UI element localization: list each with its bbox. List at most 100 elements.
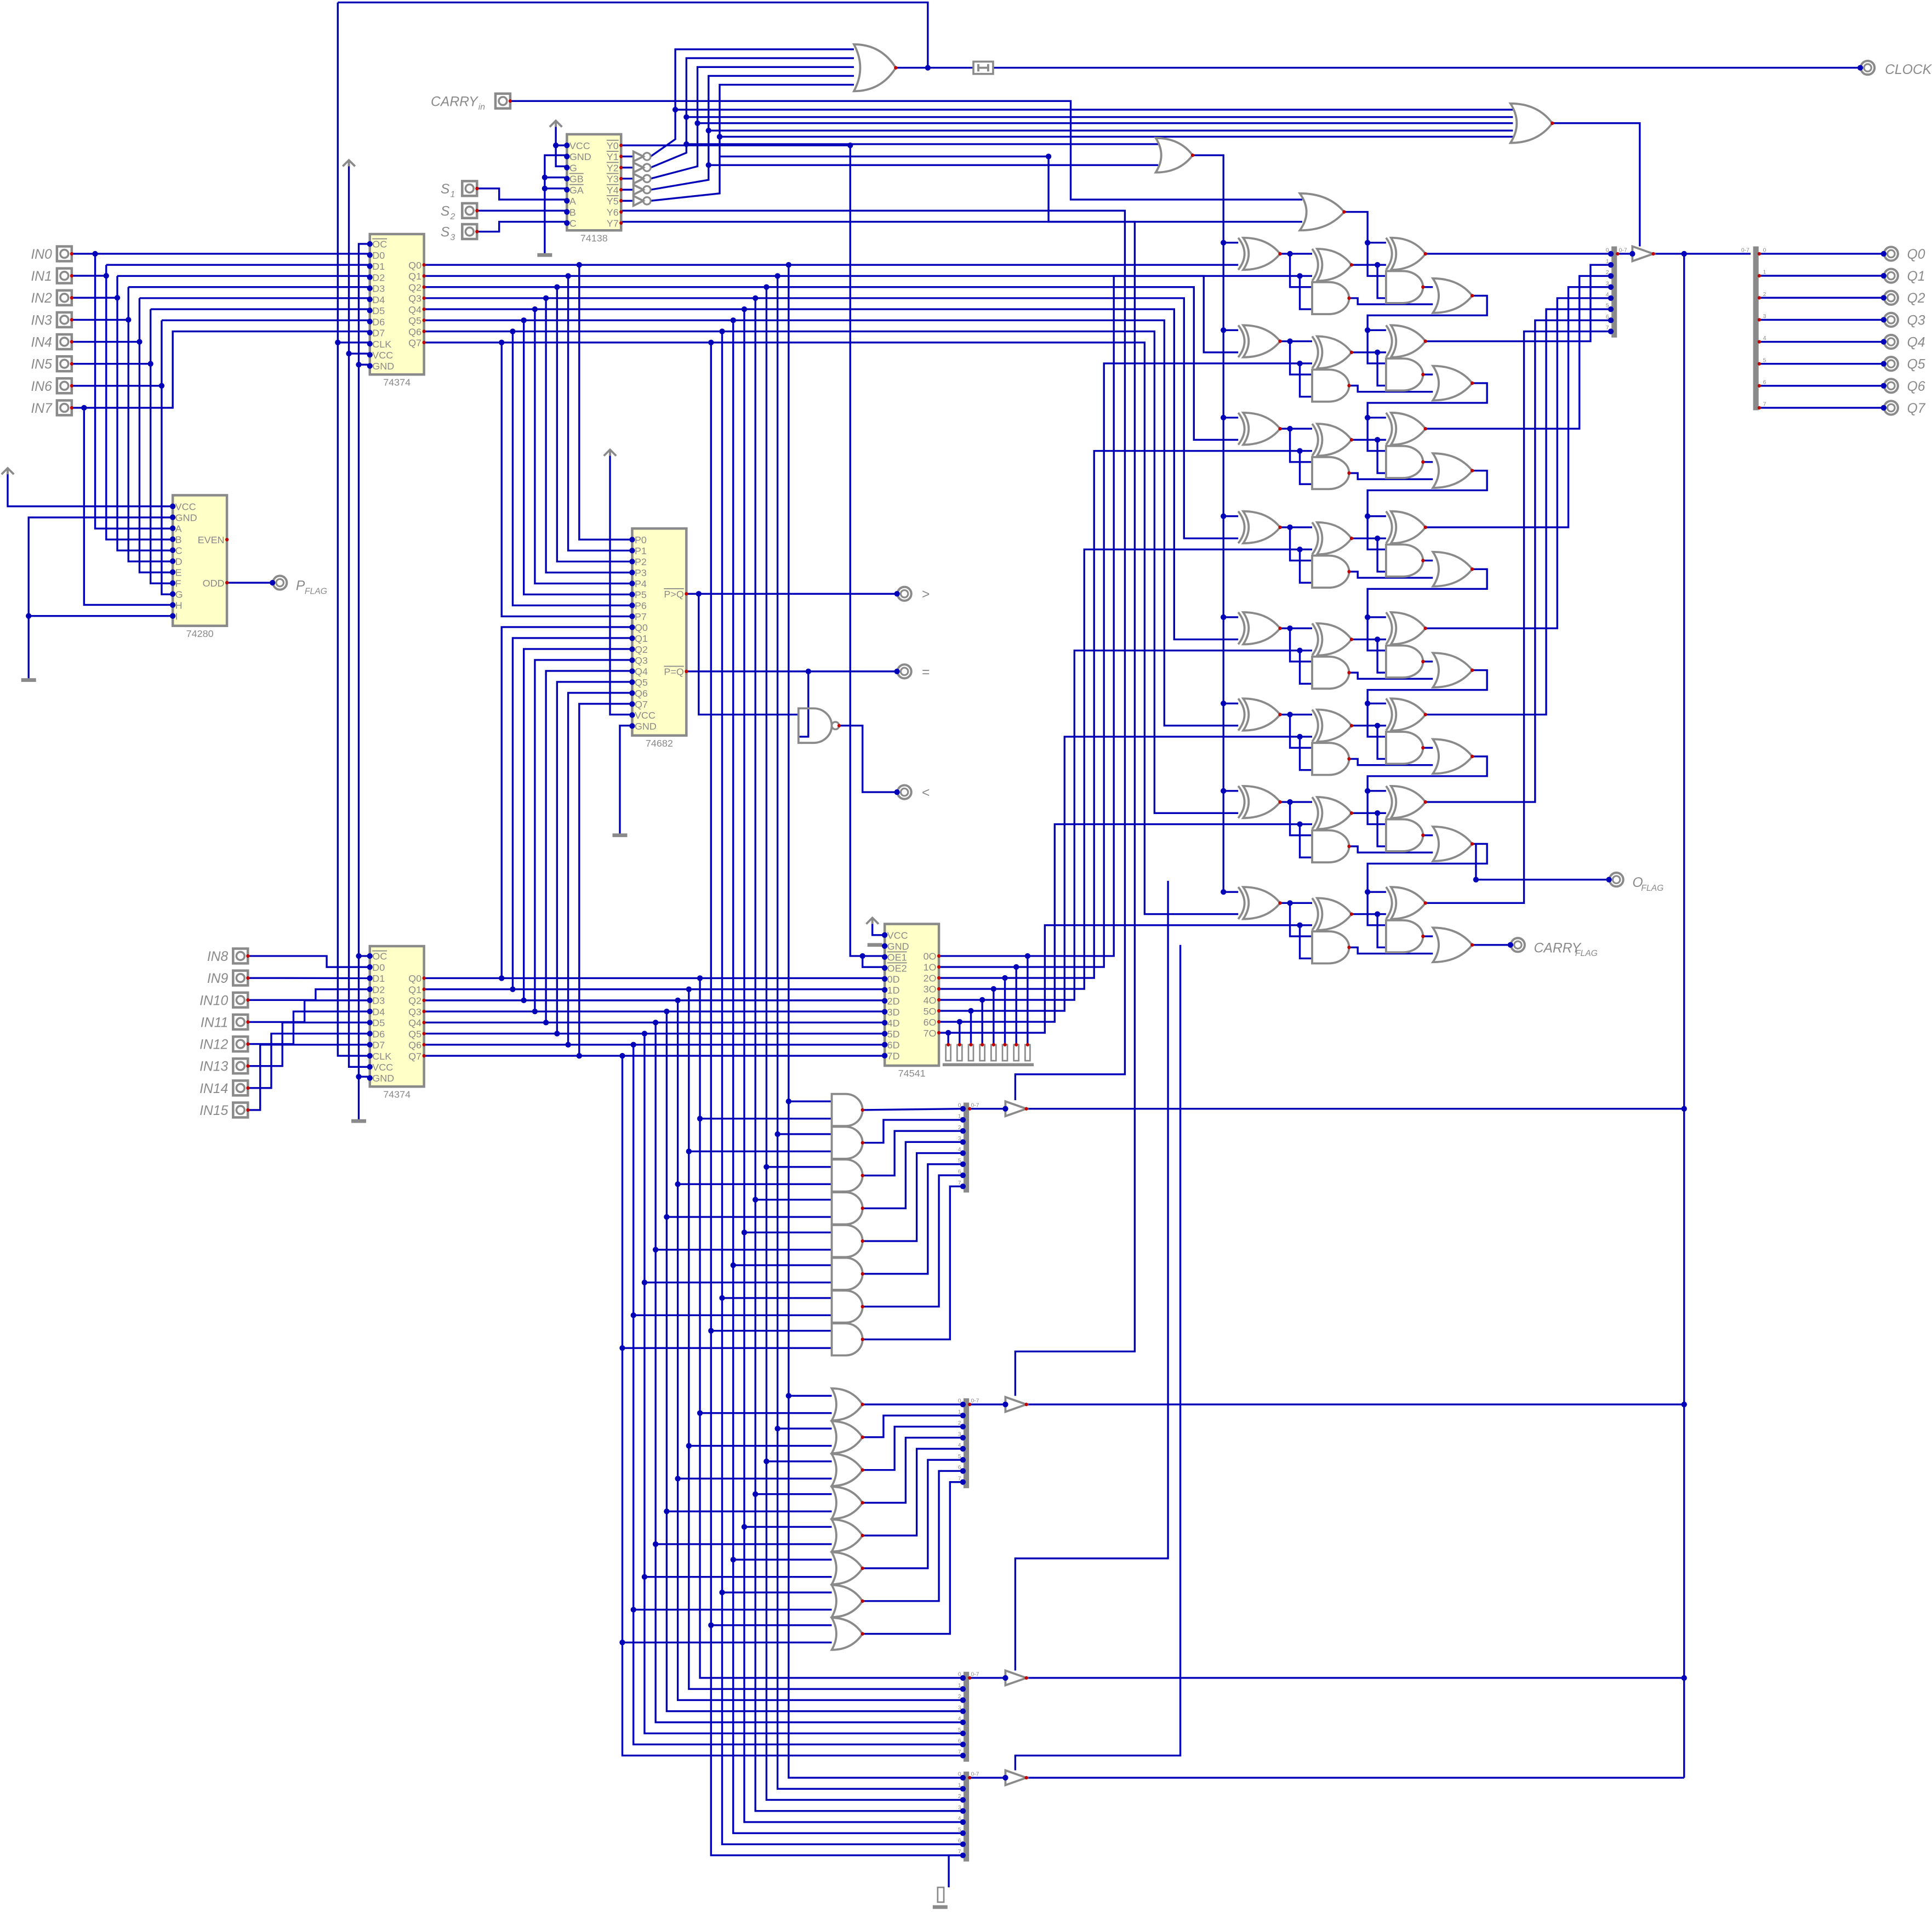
input-switch-in4[interactable] <box>55 333 73 351</box>
pin-label: C <box>569 218 577 229</box>
select-switch-s2[interactable] <box>461 202 478 220</box>
pin-dot <box>937 1020 941 1024</box>
pin-dot <box>1347 570 1351 573</box>
pin-label: 3D <box>887 1007 900 1018</box>
junction-dot <box>763 284 770 290</box>
and-gate <box>830 1125 864 1160</box>
output-q6 <box>1883 378 1899 394</box>
xor-gate <box>1241 697 1282 732</box>
junction-dot <box>1364 614 1371 621</box>
input-switch-in8[interactable] <box>232 947 249 965</box>
output-ring-icon <box>1886 271 1896 281</box>
wire <box>862 1107 961 1111</box>
pin-dot <box>1349 263 1354 267</box>
wire <box>862 1481 961 1635</box>
pin-dot <box>1349 638 1354 641</box>
junction-dot <box>1287 251 1293 257</box>
junction-dot <box>696 591 702 597</box>
pin-dot <box>1003 1043 1007 1046</box>
bus-bit-label: 3 <box>1606 281 1609 287</box>
pin-dot <box>422 274 426 278</box>
carry-or-gate <box>1431 926 1474 964</box>
wire <box>545 298 632 574</box>
switch-body <box>55 355 73 373</box>
bus-bit-label: 2 <box>958 1125 961 1131</box>
pin-label: VCC <box>635 710 656 721</box>
pin-label: I <box>175 611 178 622</box>
pin-dot <box>981 1043 984 1046</box>
junction-dot <box>664 1508 670 1515</box>
wire <box>1425 275 1609 430</box>
pin-label: D3 <box>372 995 385 1006</box>
pin-dot <box>1551 121 1554 125</box>
wire <box>743 309 961 1823</box>
pin-dot <box>246 954 250 958</box>
input-switch-in2[interactable] <box>55 289 73 306</box>
carry-flag-label-sub: FLAG <box>1575 949 1598 958</box>
junction-dot <box>1221 889 1227 895</box>
input-switch-in12[interactable] <box>232 1035 249 1053</box>
junction-dot <box>367 1008 373 1015</box>
pin-label: P2 <box>635 556 647 567</box>
switch-icon <box>59 380 70 391</box>
bus-bit-label: 5 <box>1763 357 1766 363</box>
input-switch-in0[interactable] <box>55 245 73 263</box>
input-switch-in1[interactable] <box>55 267 73 284</box>
or-gate <box>830 1420 864 1454</box>
junction-dot <box>564 153 570 160</box>
input-switch-in6[interactable] <box>55 377 73 395</box>
carry-in-switch[interactable] <box>494 92 512 110</box>
input-switch-in7[interactable] <box>55 399 73 417</box>
junction-dot <box>664 1008 670 1015</box>
input-switch-in10[interactable] <box>232 991 249 1009</box>
input-switch-in15[interactable] <box>232 1101 249 1119</box>
junction-dot <box>629 712 635 718</box>
junction-dot <box>619 1640 625 1646</box>
select-switch-s3[interactable] <box>461 223 478 241</box>
junction-dot <box>719 1589 725 1596</box>
xor-gate-back-curve <box>1237 611 1246 645</box>
xor-gate <box>1241 784 1282 820</box>
junction-dot <box>641 1574 648 1580</box>
input-switch-in11[interactable] <box>232 1013 249 1031</box>
input-switch-in14[interactable] <box>232 1079 249 1097</box>
pin-label: OC <box>372 239 387 250</box>
wire <box>567 692 632 1045</box>
wire <box>1376 352 1386 387</box>
junction-dot <box>169 547 176 553</box>
pin-dot <box>225 538 229 542</box>
pin-dot <box>475 186 479 191</box>
junction-dot <box>894 668 900 675</box>
input-switch-in9[interactable] <box>232 969 249 987</box>
pin-dot <box>422 296 426 300</box>
pin-label: EVEN <box>198 534 225 545</box>
junction-dot <box>1364 701 1371 707</box>
junction-dot <box>564 220 570 226</box>
input-switch-in3[interactable] <box>55 311 73 329</box>
junction-dot <box>367 1042 373 1048</box>
junction-dot <box>367 308 373 314</box>
pin-label: P0 <box>635 534 647 545</box>
wire <box>150 309 173 584</box>
pin-label: OC <box>372 951 387 962</box>
or-result-tristate-buffer <box>1004 1395 1030 1414</box>
pin-label: ODD <box>203 578 225 589</box>
bus-range-label: 0-7 <box>1619 248 1627 254</box>
junction-dot <box>960 1752 966 1759</box>
junction-dot <box>805 668 811 675</box>
select-switch-s1[interactable] <box>461 180 478 197</box>
pin-label: GND <box>372 361 394 372</box>
junction-dot <box>1608 284 1614 290</box>
junction-dot <box>1364 889 1371 895</box>
input-switch-in13[interactable] <box>232 1057 249 1075</box>
output-ring-icon <box>1886 315 1896 325</box>
pin-label: D0 <box>372 962 385 973</box>
wire <box>1298 363 1313 398</box>
wire <box>477 220 567 233</box>
input-switch-in5[interactable] <box>55 355 73 373</box>
junction-dot <box>576 262 582 268</box>
and-gate <box>1384 919 1424 954</box>
xor-gate-back-curve <box>1237 698 1246 731</box>
wire <box>1425 297 1609 629</box>
chip-part-number: 74374 <box>383 1089 411 1100</box>
